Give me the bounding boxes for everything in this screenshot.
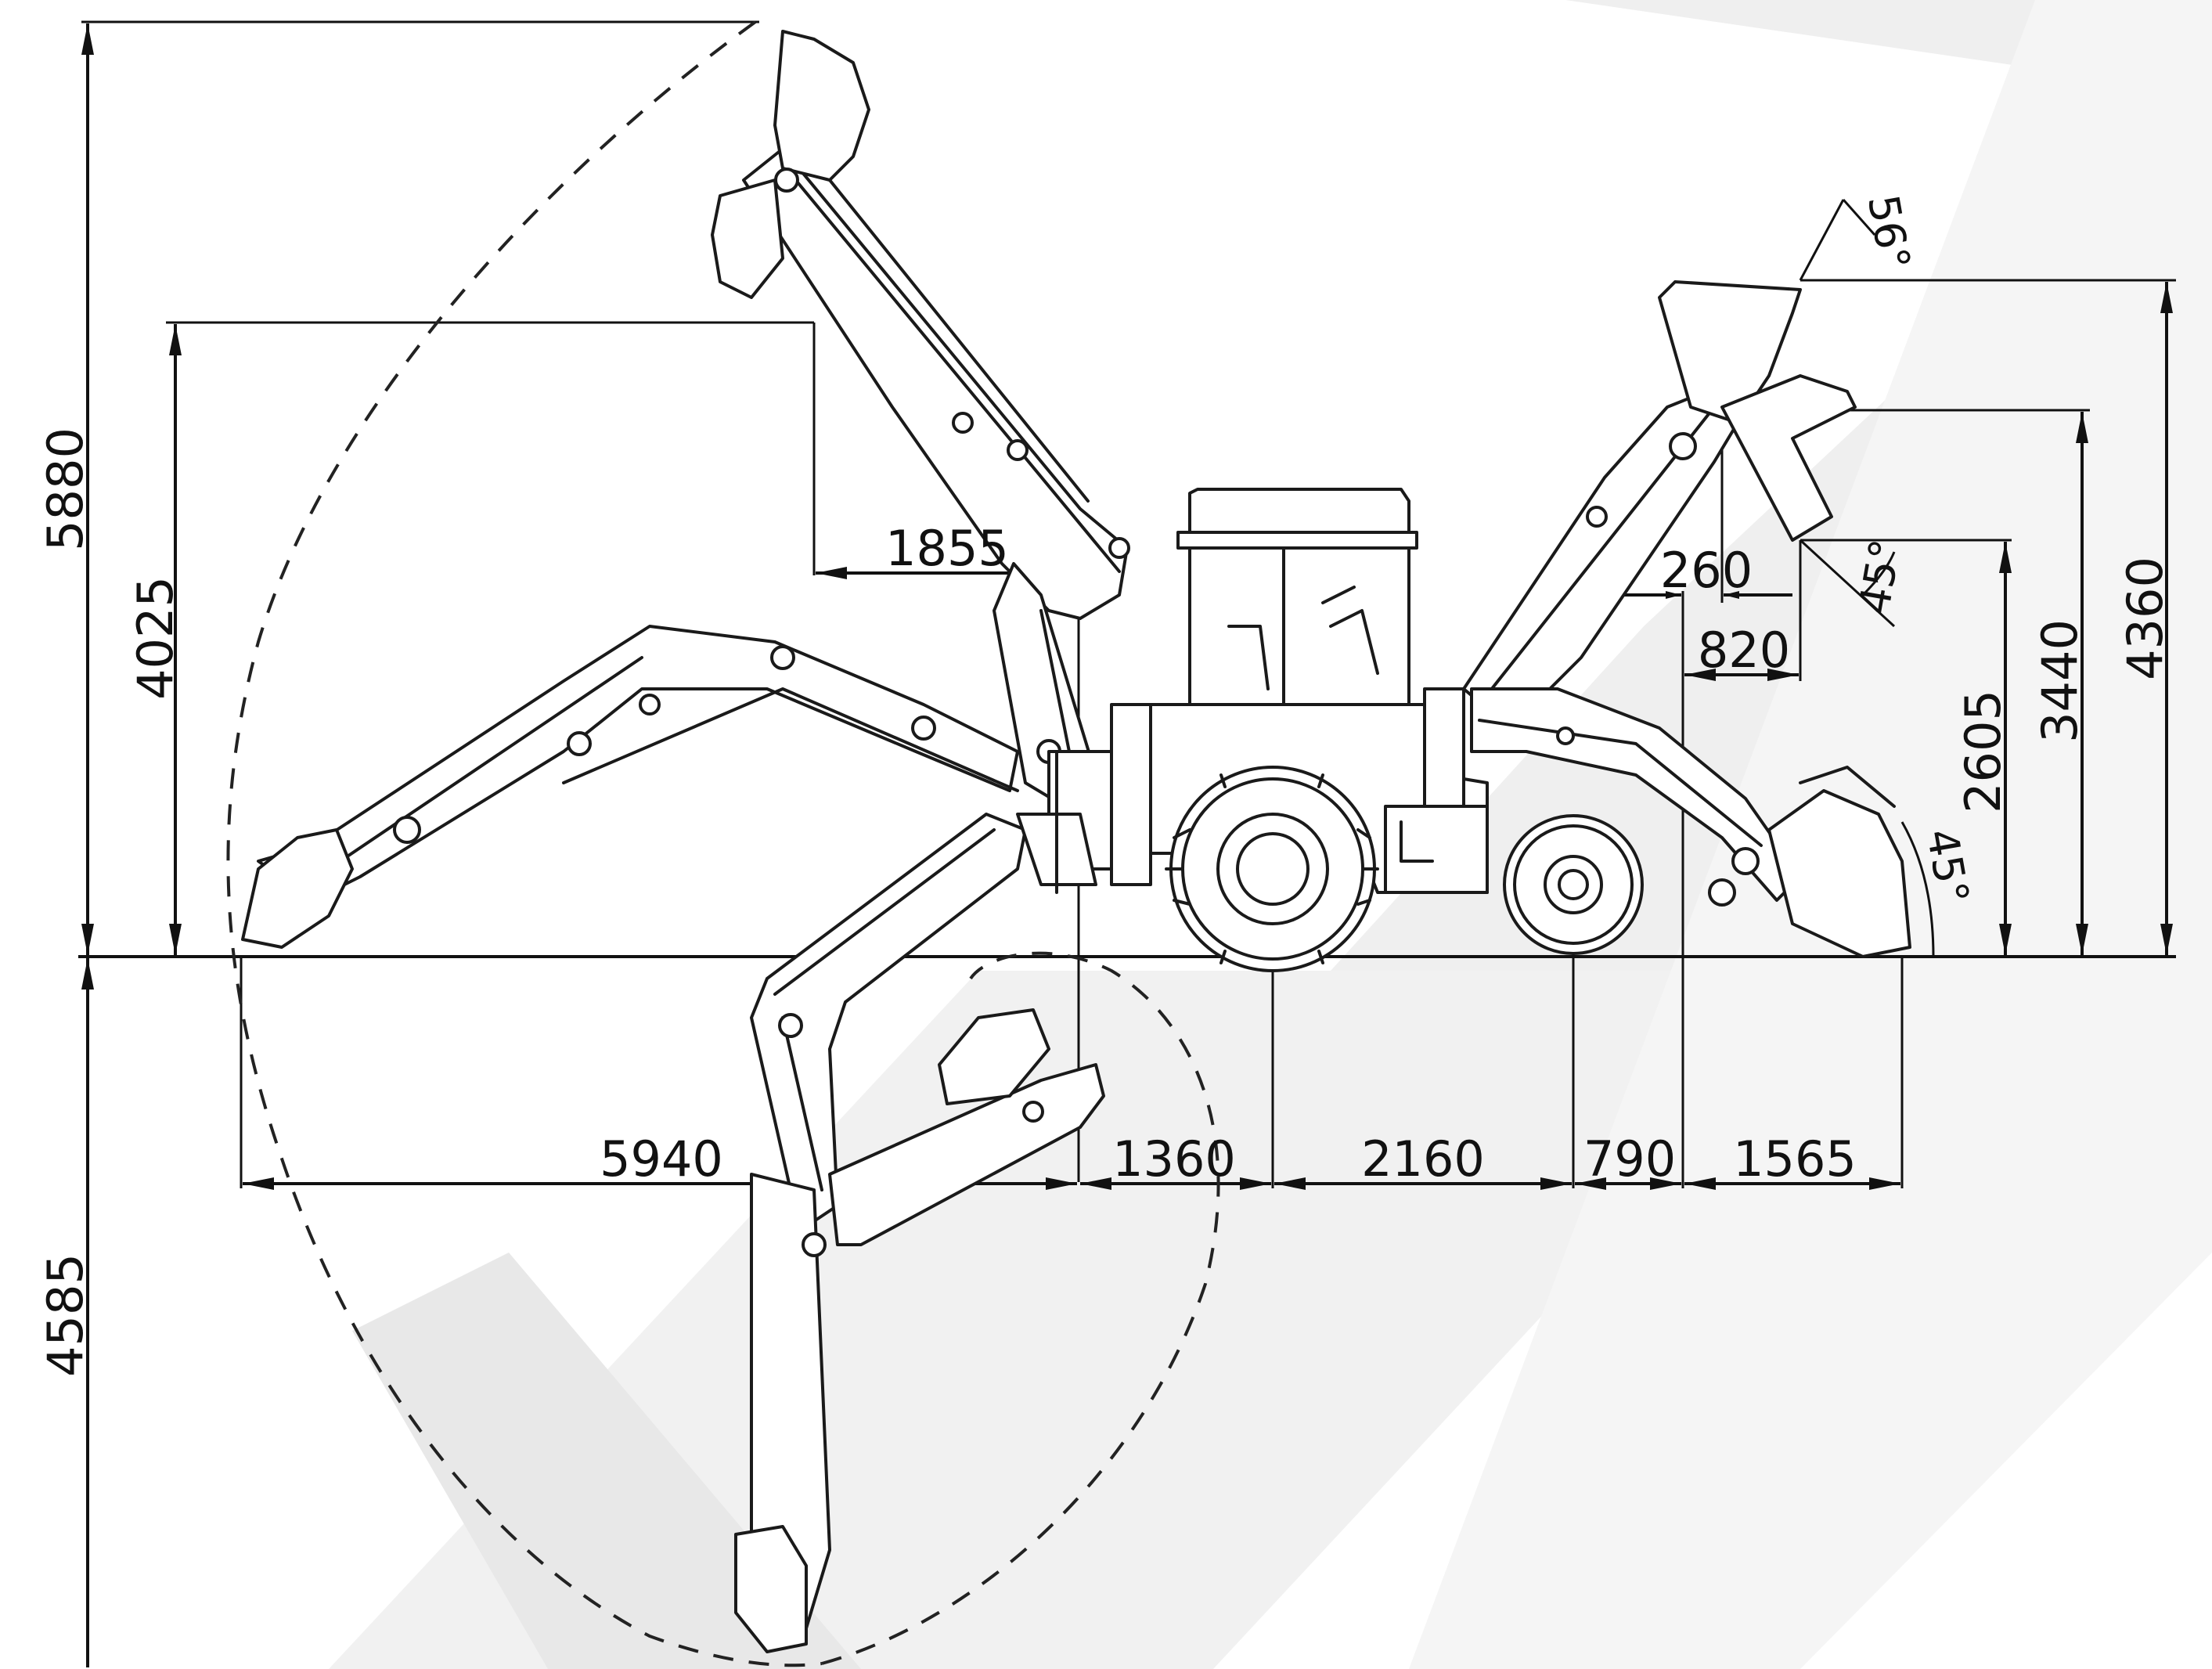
tractor-body xyxy=(1016,488,1644,972)
dimension-lines xyxy=(81,20,2176,1667)
label-dump-height: 4025 xyxy=(127,576,184,700)
backhoe-arm-extended xyxy=(241,625,1019,949)
label-loader-reach-b: 820 xyxy=(1698,622,1790,679)
label-loader-reach-a: 260 xyxy=(1660,542,1753,599)
dig-depth-envelope xyxy=(821,951,1220,1665)
label-stabilizer-to-axle: 1360 xyxy=(1112,1130,1236,1188)
label-loader-dump-height: 2605 xyxy=(1954,690,2012,813)
label-loader-pin-height: 3440 xyxy=(2031,619,2088,743)
label-reach-offset: 1855 xyxy=(885,520,1009,577)
backhoe-reach-envelope xyxy=(226,20,823,1667)
label-max-height: 5880 xyxy=(37,427,94,551)
backhoe-arm-raised xyxy=(711,30,1130,808)
loader-arm xyxy=(1462,280,1911,958)
label-bucket-overhang: 1565 xyxy=(1733,1130,1857,1188)
label-axle-to-pivot: 790 xyxy=(1583,1130,1676,1188)
label-dig-depth: 4585 xyxy=(37,1253,94,1377)
label-reach-total: 5940 xyxy=(600,1130,723,1188)
dimension-labels: 5880 4585 4025 1855 5940 1360 2160 790 1… xyxy=(37,191,2174,1377)
backhoe-arm-digging xyxy=(734,813,1105,1653)
label-loader-max-height: 4360 xyxy=(2117,557,2174,680)
label-rollback-angle: 56° xyxy=(1858,191,1920,273)
label-wheelbase: 2160 xyxy=(1361,1130,1485,1188)
